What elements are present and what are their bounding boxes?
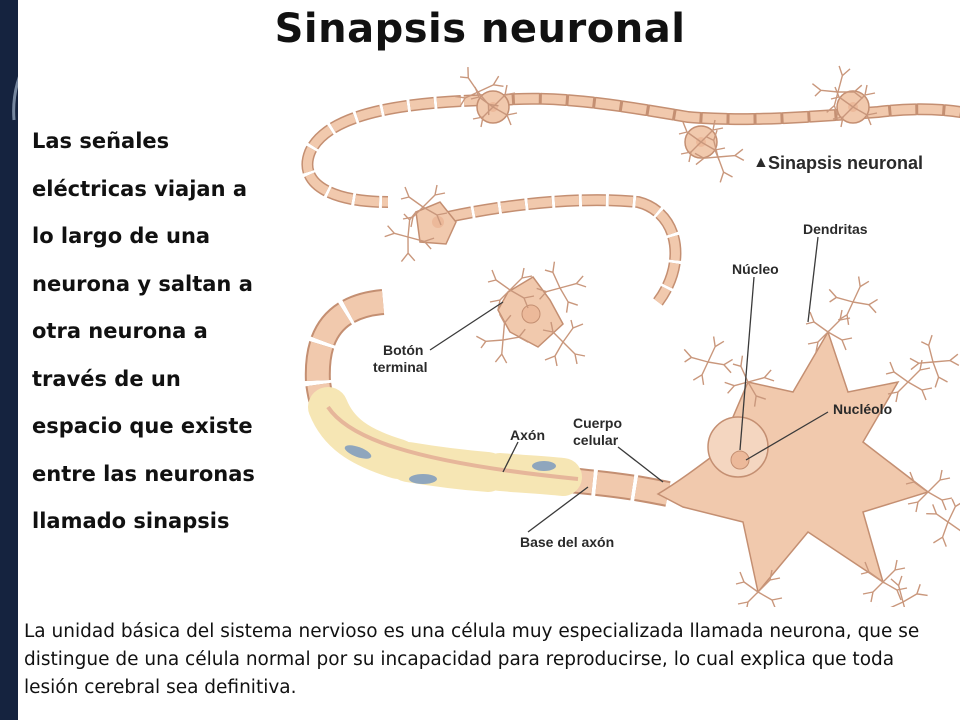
neuron-main — [656, 272, 960, 607]
diagram-caption: Sinapsis neuronal — [768, 153, 923, 173]
label-nucleo: Núcleo — [732, 261, 779, 277]
caption-marker: ▲ — [753, 154, 769, 171]
neuron-top-right-1 — [678, 119, 752, 189]
neuron-top-right-2 — [807, 62, 878, 128]
slide-title: Sinapsis neuronal — [274, 6, 686, 52]
intro-paragraph: Las señales eléctricas viajan a lo largo… — [32, 129, 255, 533]
neuron-synapse-diagram: ▲ Sinapsis neuronal Dendritas Núcleo Nuc… — [288, 62, 960, 607]
neuron-top-center — [449, 63, 518, 128]
label-base-axon: Base del axón — [520, 534, 614, 550]
label-celular: celular — [573, 432, 619, 448]
neuron-middle — [471, 257, 593, 371]
neuron-left-upper — [378, 184, 457, 269]
label-cuerpo: Cuerpo — [573, 415, 622, 431]
summary-paragraph: La unidad básica del sistema nervioso es… — [24, 621, 920, 698]
label-axon: Axón — [510, 427, 545, 443]
label-boton: Botón — [383, 342, 423, 358]
label-leader-lines — [429, 236, 829, 533]
main-axon — [304, 289, 671, 507]
label-nucleolo: Nucléolo — [833, 401, 892, 417]
label-terminal: terminal — [373, 359, 427, 375]
upper-axon-chain — [301, 92, 960, 306]
label-dendritas: Dendritas — [803, 221, 868, 237]
